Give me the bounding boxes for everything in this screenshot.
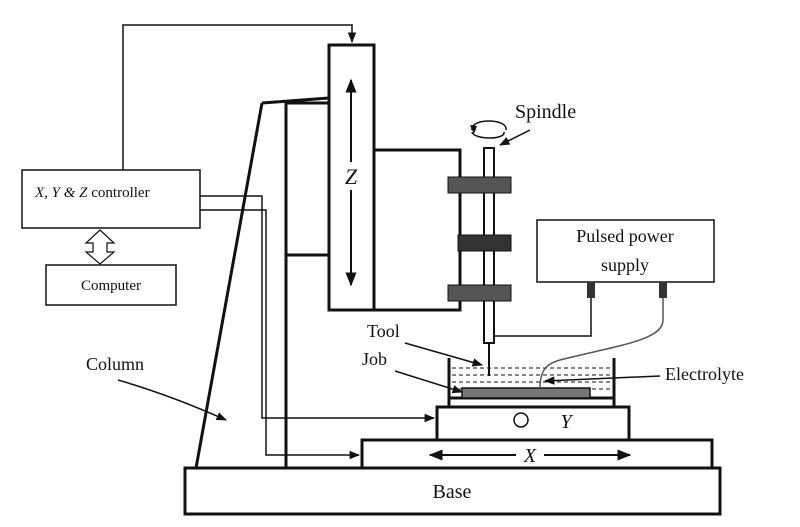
- wire-to-y: [200, 195, 436, 423]
- column-label: Column: [86, 354, 144, 374]
- base-block: [183, 466, 722, 516]
- terminal-right: [659, 282, 667, 298]
- rotation-arrow-icon: [470, 120, 507, 139]
- column-pointer: [117, 379, 227, 421]
- axis-x-label: X: [523, 445, 537, 467]
- wire-to-x: [200, 209, 361, 460]
- y-table: [435, 405, 631, 442]
- electrolyte-label: Electrolyte: [665, 364, 744, 384]
- computer-link-arrow: [84, 229, 116, 265]
- electrolyte-tank: [447, 358, 616, 407]
- job-workpiece: [461, 387, 591, 399]
- job-pointer: [394, 370, 464, 394]
- y-axis-symbol: [513, 412, 529, 428]
- spindle-pointer: [499, 129, 531, 146]
- tool-pointer: [404, 342, 484, 367]
- axis-y-label: Y: [560, 411, 573, 433]
- wire-to-tool: [494, 298, 592, 337]
- wire-to-z: [122, 24, 357, 170]
- job-label: Job: [362, 349, 387, 369]
- pulsed-power-supply: [536, 219, 715, 283]
- computer-label: Computer: [81, 278, 141, 294]
- arm-block: [284, 101, 331, 257]
- wire-to-job: [539, 298, 664, 389]
- computer-box: [45, 264, 177, 306]
- spindle-label: Spindle: [515, 101, 576, 123]
- pulsed-power-label-2: supply: [601, 255, 649, 275]
- pulsed-power-label-1: Pulsed power: [576, 226, 674, 246]
- electrolyte-pointer: [543, 375, 661, 385]
- controller-label: X, Y & Z controller: [34, 185, 150, 201]
- terminal-left: [587, 282, 595, 298]
- spindle: [447, 147, 512, 376]
- controller-box: [21, 169, 201, 229]
- spindle-head: [372, 148, 462, 312]
- axis-z-label: Z: [345, 164, 358, 189]
- base-label: Base: [433, 481, 472, 503]
- tool-label: Tool: [367, 321, 400, 341]
